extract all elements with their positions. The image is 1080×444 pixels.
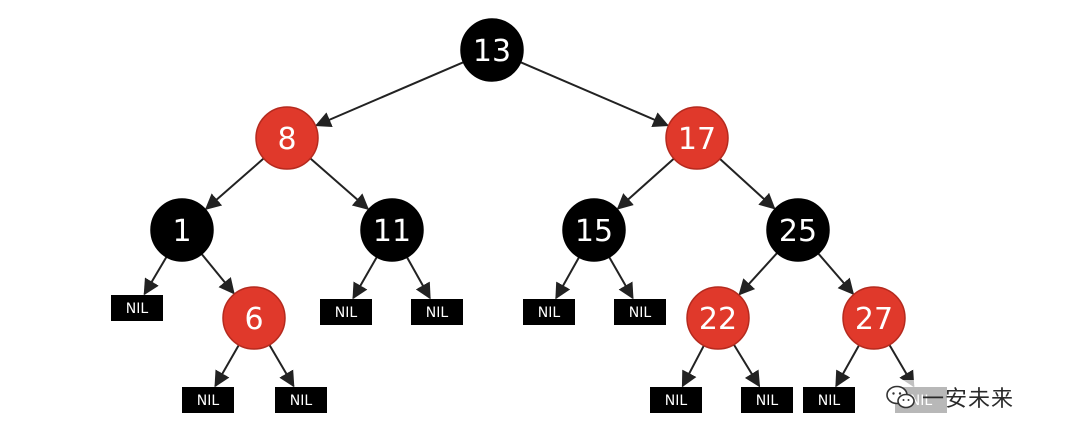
- nil-box: [650, 387, 702, 413]
- tree-edge: [719, 158, 776, 210]
- nil-box: [803, 387, 855, 413]
- node-value: 11: [373, 214, 411, 249]
- nil-leaf: NIL: [320, 299, 372, 325]
- black-node-circle: [360, 198, 424, 262]
- tree-edge: [555, 256, 580, 300]
- tree-node-15: 15: [562, 198, 626, 262]
- black-node-circle: [150, 198, 214, 262]
- nil-leaf: NIL: [182, 387, 234, 413]
- nil-label: NIL: [756, 393, 779, 409]
- node-value: 27: [855, 302, 893, 337]
- nil-label: NIL: [629, 305, 652, 321]
- node-value: 17: [678, 122, 716, 157]
- nil-label: NIL: [335, 305, 358, 321]
- nil-label: NIL: [818, 393, 841, 409]
- tree-node-6: 6: [222, 286, 286, 350]
- tree-edge: [608, 256, 634, 300]
- tree-edge: [143, 256, 168, 296]
- tree-edge: [520, 61, 670, 128]
- tree-edge: [888, 344, 915, 388]
- nil-leaf: NIL: [111, 295, 163, 321]
- tree-edge: [309, 157, 370, 210]
- tree-edge: [268, 344, 295, 388]
- nil-label: NIL: [426, 305, 449, 321]
- tree-node-13: 13: [460, 18, 524, 82]
- red-node-circle: [665, 106, 729, 170]
- nil-leaf: NIL: [650, 387, 702, 413]
- nil-box: [320, 299, 372, 325]
- watermark: 一安未来: [880, 380, 1021, 414]
- tree-node-22: 22: [686, 286, 750, 350]
- nil-box: [182, 387, 234, 413]
- nil-leaf: NIL: [741, 387, 793, 413]
- node-value: 25: [779, 214, 817, 249]
- red-node-circle: [842, 286, 906, 350]
- nil-label: NIL: [290, 393, 313, 409]
- tree-edge: [616, 157, 675, 210]
- watermark-text: 一安未来: [922, 387, 1015, 412]
- tree-edge: [406, 256, 431, 300]
- node-value: 8: [277, 122, 296, 157]
- tree-edge: [733, 344, 761, 388]
- wechat-icon: [886, 385, 915, 409]
- tree-node-1: 1: [150, 198, 214, 262]
- nil-leaf: NIL: [803, 387, 855, 413]
- node-value: 15: [575, 214, 613, 249]
- nil-box: [111, 295, 163, 321]
- tree-edge: [200, 253, 235, 295]
- tree-edge: [681, 345, 705, 388]
- tree-edge: [817, 252, 855, 295]
- nil-label: NIL: [197, 393, 220, 409]
- node-value: 1: [172, 214, 191, 249]
- nil-leaf: NIL: [275, 387, 327, 413]
- tree-node-27: 27: [842, 286, 906, 350]
- black-node-circle: [766, 198, 830, 262]
- tree-node-17: 17: [665, 106, 729, 170]
- nil-leaf: NIL: [614, 299, 666, 325]
- nil-label: NIL: [665, 393, 688, 409]
- node-value: 6: [244, 302, 263, 337]
- red-node-circle: [222, 286, 286, 350]
- red-node-circle: [255, 106, 319, 170]
- node-value: 22: [699, 302, 737, 337]
- node-value: 13: [473, 34, 511, 69]
- nil-box: [275, 387, 327, 413]
- nil-box: [411, 299, 463, 325]
- nil-box: [523, 299, 575, 325]
- red-node-circle: [686, 286, 750, 350]
- tree-edge: [738, 252, 778, 296]
- tree-node-25: 25: [766, 198, 830, 262]
- nil-leaf: NIL: [411, 299, 463, 325]
- black-node-circle: [460, 18, 524, 82]
- nil-label: NIL: [126, 301, 149, 317]
- tree-edge: [314, 61, 464, 128]
- nil-label: NIL: [538, 305, 561, 321]
- tree-node-8: 8: [255, 106, 319, 170]
- tree-edge: [835, 344, 860, 388]
- nil-leaf: NIL: [523, 299, 575, 325]
- nil-box: [614, 299, 666, 325]
- tree-edge: [214, 344, 240, 388]
- black-node-circle: [562, 198, 626, 262]
- tree-edge: [352, 256, 378, 300]
- tree-edge: [204, 157, 265, 210]
- nil-box: [741, 387, 793, 413]
- tree-node-11: 11: [360, 198, 424, 262]
